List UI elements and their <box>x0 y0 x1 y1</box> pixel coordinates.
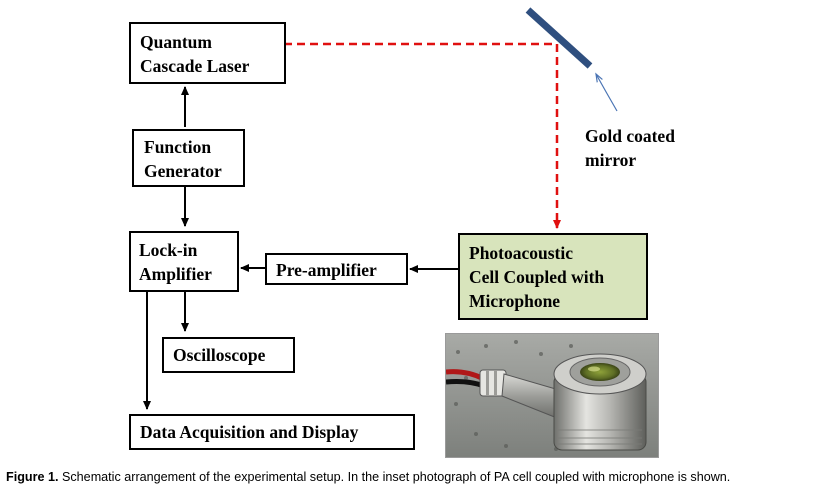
pre-amplifier-box: Pre-amplifier <box>265 253 408 285</box>
preamp-label: Pre-amplifier <box>276 260 377 280</box>
figure-caption: Figure 1. Schematic arrangement of the e… <box>6 470 832 484</box>
gold-mirror-label: Gold coated mirror <box>585 124 675 172</box>
caption-prefix: Figure 1. <box>6 470 59 484</box>
laser-label-line2: Cascade Laser <box>140 56 250 76</box>
lockin-label-line1: Lock-in <box>139 240 198 260</box>
mirror-pointer-arrow <box>596 74 618 112</box>
pa-cell-label-line1: Photoacoustic <box>469 243 574 263</box>
quantum-cascade-laser-box: Quantum Cascade Laser <box>129 22 286 84</box>
data-acquisition-box: Data Acquisition and Display <box>129 414 415 450</box>
function-generator-label-line2: Generator <box>144 161 222 181</box>
pa-cell-label-line2: Cell Coupled with <box>469 267 605 287</box>
caption-text: Schematic arrangement of the experimenta… <box>58 470 731 484</box>
photoacoustic-cell-box: Photoacoustic Cell Coupled with Micropho… <box>458 233 648 320</box>
pa-cell-label-line3: Microphone <box>469 291 561 311</box>
oscilloscope-label: Oscilloscope <box>173 345 266 365</box>
mirror-label-line1: Gold coated <box>585 126 675 146</box>
lockin-label-line2: Amplifier <box>139 264 212 284</box>
function-generator-box: Function Generator <box>132 129 245 187</box>
pa-cell-photo-illustration <box>446 334 658 457</box>
gold-mirror-icon <box>525 7 593 69</box>
laser-label-line1: Quantum <box>140 32 212 52</box>
mirror-label-line2: mirror <box>585 150 637 170</box>
lockin-amplifier-box: Lock-in Amplifier <box>129 231 239 292</box>
function-generator-label-line1: Function <box>144 137 212 157</box>
daq-label: Data Acquisition and Display <box>140 422 359 442</box>
oscilloscope-box: Oscilloscope <box>162 337 295 373</box>
pa-cell-photo <box>445 333 659 458</box>
